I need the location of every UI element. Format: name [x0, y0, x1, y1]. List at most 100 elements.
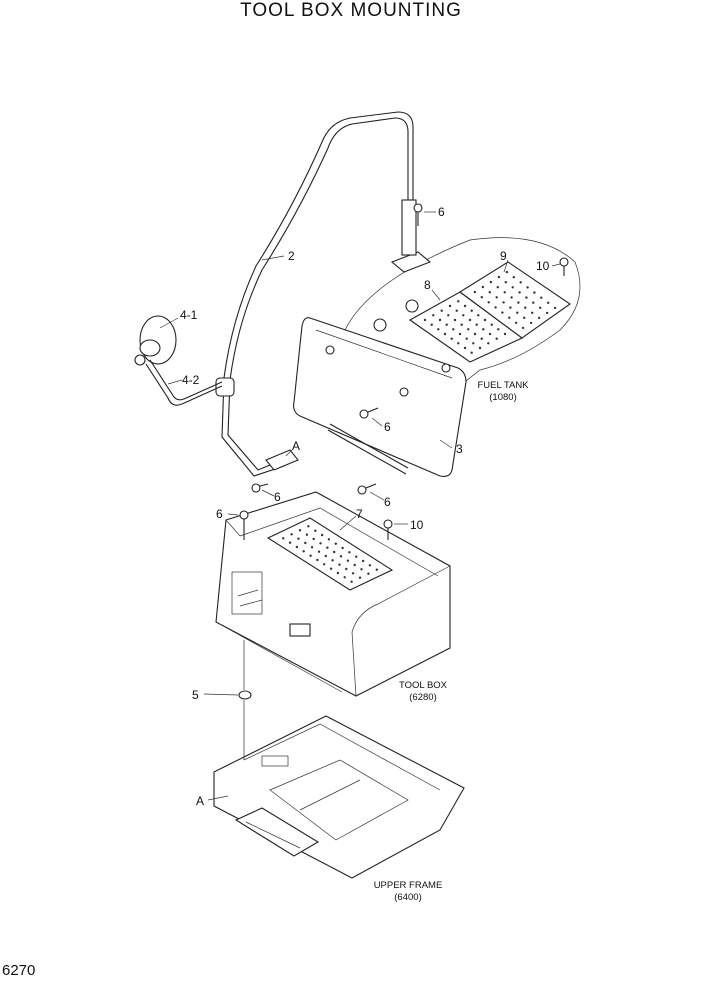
perforation-hole [519, 281, 522, 284]
perforation-hole [518, 291, 521, 294]
perforation-hole [375, 568, 378, 571]
perforation-hole [482, 328, 485, 331]
perforation-hole [423, 318, 427, 322]
perforation-hole [511, 286, 514, 289]
perforation-hole [481, 285, 485, 289]
perforation-hole [448, 304, 452, 308]
perforation-hole [355, 555, 358, 558]
perforation-hole [290, 533, 293, 536]
perforation-hole [537, 316, 541, 320]
perforation-hole [480, 296, 483, 299]
perforation-hole [326, 546, 329, 549]
perforation-hole [430, 323, 433, 326]
perforation-hole [457, 342, 460, 345]
perforation-hole [516, 311, 519, 314]
perforation-hole [495, 337, 498, 340]
perforation-hole [502, 301, 505, 304]
perforation-hole [341, 546, 344, 550]
perforation-hole [521, 326, 525, 330]
perforation-hole [494, 306, 497, 309]
perforation-hole [297, 537, 300, 540]
perforation-hole [510, 296, 513, 299]
handrail-part-2 [215, 111, 432, 477]
tool-box-code: (6280) [409, 692, 436, 703]
perforation-hole [353, 563, 356, 567]
perforation-hole [438, 318, 442, 322]
perforation-hole [525, 296, 528, 299]
perforation-hole [316, 558, 319, 562]
perforation-hole [460, 323, 463, 326]
bolt-6-cover [359, 407, 379, 419]
perforation-hole [367, 572, 370, 575]
reference-a-frame: A [196, 794, 204, 808]
perforation-hole [361, 559, 365, 563]
perforation-hole [310, 546, 314, 549]
callout-5: 5 [192, 688, 199, 702]
perforation-hole [298, 529, 302, 532]
perforation-hole [346, 559, 350, 562]
perforation-hole [282, 537, 285, 540]
perforation-hole [509, 306, 512, 309]
perforation-hole [504, 281, 507, 284]
perforation-hole [309, 554, 312, 557]
perforation-hole [350, 580, 353, 583]
perforation-hole [533, 291, 536, 294]
callout-10-box: 10 [410, 518, 424, 532]
callout-7: 7 [356, 507, 363, 521]
perforation-hole [458, 332, 462, 336]
perforation-hole [455, 309, 458, 312]
bolts [239, 203, 569, 540]
perforation-hole [480, 337, 483, 340]
callout-8: 8 [424, 278, 431, 292]
perforation-hole [447, 314, 450, 317]
perforation-hole [497, 328, 500, 331]
perforation-hole [463, 346, 467, 350]
perforation-hole [304, 541, 307, 545]
perforation-hole [331, 559, 334, 562]
page-title: TOOL BOX MOUNTING [240, 0, 462, 21]
bolt-6-top [413, 203, 423, 226]
callout-6-right: 6 [384, 495, 391, 509]
perforation-hole [545, 311, 549, 315]
perforation-hole [475, 323, 478, 326]
perforation-hole [512, 276, 515, 279]
perforation-hole [307, 525, 310, 528]
perforation-hole [505, 270, 509, 274]
perforation-hole [470, 309, 473, 312]
callout-3: 3 [456, 442, 463, 456]
perforation-hole [465, 337, 468, 340]
callout-6-cover: 6 [384, 420, 391, 434]
perforation-hole [443, 332, 447, 336]
perforation-hole [319, 542, 322, 545]
perforation-hole [334, 542, 337, 545]
mirror-arm-part-4-2 [145, 359, 223, 406]
perforation-hole [515, 321, 518, 324]
perforation-hole [501, 311, 504, 314]
bolt-6-left [251, 483, 269, 493]
perforation-hole [453, 318, 457, 322]
perforation-hole [339, 555, 343, 558]
perforation-hole [351, 572, 355, 575]
perforation-hole [490, 323, 493, 326]
perforation-hole [288, 541, 292, 544]
tool-box-body [215, 491, 451, 697]
leader-lines [159, 211, 561, 801]
perforation-hole [462, 314, 465, 317]
perforation-hole [329, 567, 333, 570]
perforation-hole [532, 301, 535, 304]
perforation-hole [336, 571, 340, 575]
perforation-hole [333, 550, 336, 554]
bolt-6-right [357, 483, 377, 495]
page-number: 6270 [2, 962, 36, 979]
perforation-hole [497, 275, 501, 279]
perforation-hole [348, 551, 351, 554]
perforation-hole [470, 351, 473, 354]
callout-6-box: 6 [216, 507, 223, 521]
callout-2: 2 [288, 249, 295, 263]
perforation-hole [327, 538, 331, 541]
perforation-hole [526, 286, 529, 289]
fuel-tank-code: (1080) [489, 392, 516, 403]
upper-frame-label: UPPER FRAME [374, 880, 443, 891]
perforation-hole [338, 563, 341, 566]
